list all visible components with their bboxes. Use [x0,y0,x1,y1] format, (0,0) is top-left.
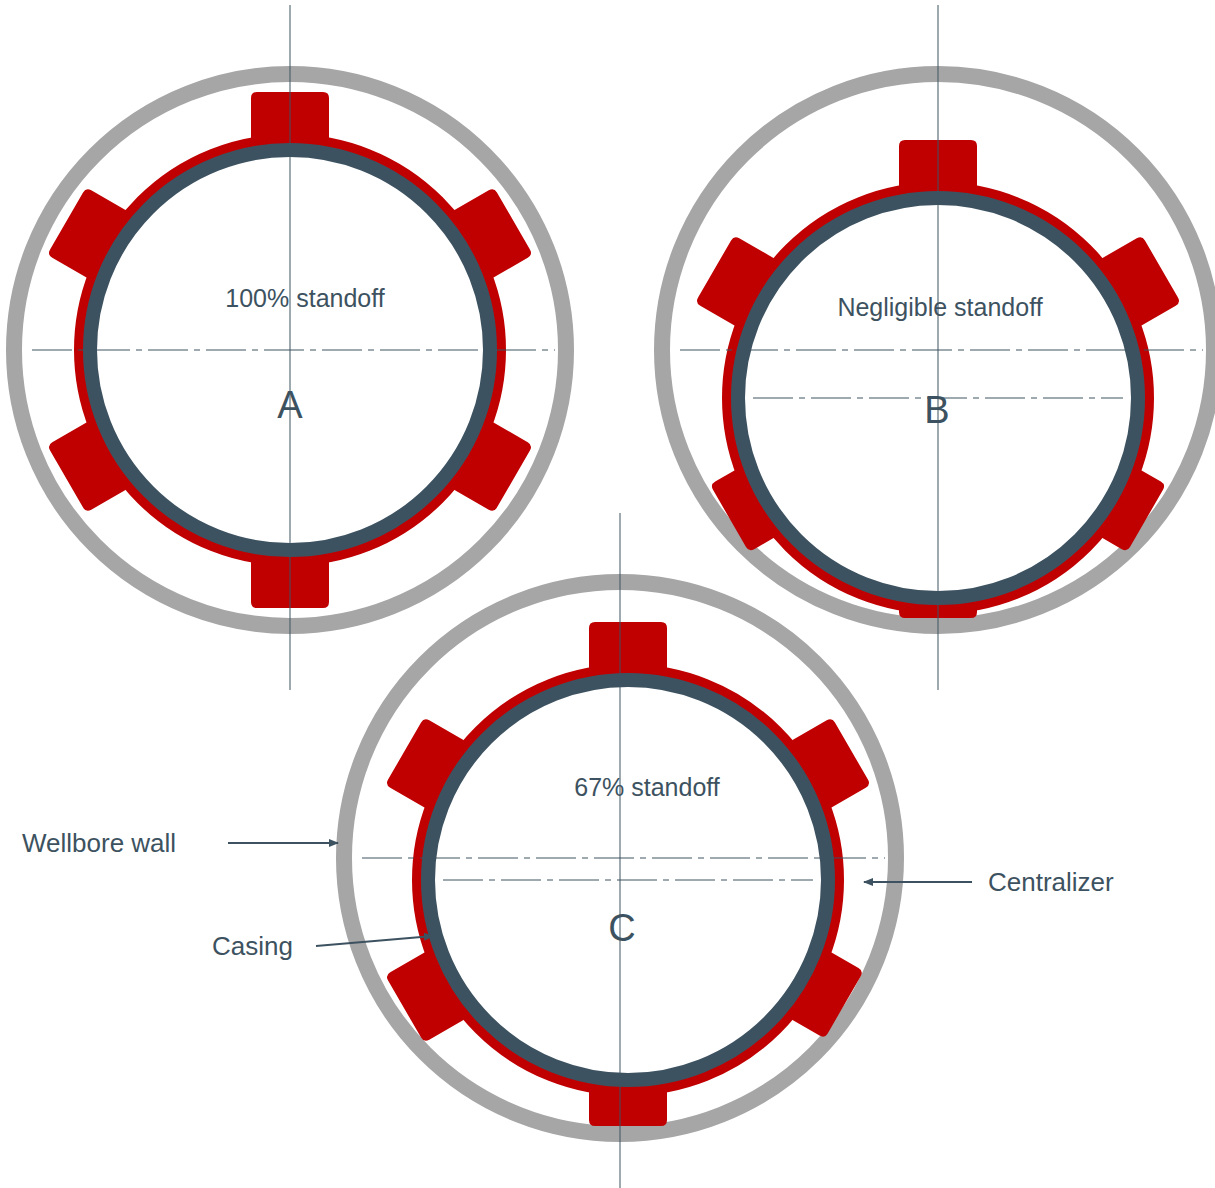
casing-section: 100% standoffA [90,150,490,550]
casing-section: Negligible standoffB [738,198,1138,598]
center-line [938,5,939,690]
standoff-label: Negligible standoff [837,295,1042,320]
centralizer-ring [418,670,838,1090]
center-line [620,513,621,1188]
wellbore-assembly [14,5,566,690]
part-label: Casing [210,932,295,960]
part-label: Wellbore wall [20,829,178,857]
center-line [443,880,813,881]
wellbore-assembly [344,513,896,1188]
case-letter: A [277,386,302,424]
wellbore-assembly [662,5,1214,690]
part-label: Centralizer [986,868,1116,896]
case-letter: C [608,909,635,947]
center-line [362,858,885,859]
leader-lines [228,843,972,946]
center-line [290,5,291,690]
standoff-label: 100% standoff [225,286,384,311]
standoff-label: 67% standoff [574,775,719,800]
case-letter: B [924,391,949,429]
center-line [680,350,1203,351]
casing-section: 67% standoffC [428,680,828,1080]
center-line [32,350,555,351]
casing [428,680,828,1080]
